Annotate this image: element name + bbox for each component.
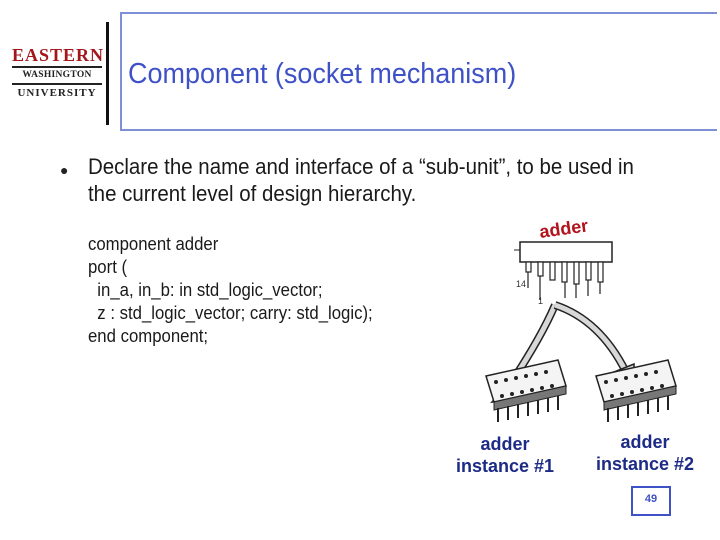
logo-line-3: UNIVERSITY (17, 87, 97, 99)
socket-icon (595, 359, 677, 422)
logo-line-1: EASTERN (12, 45, 105, 65)
instance-label-1: adder instance #1 (440, 433, 570, 477)
socket-icon (485, 359, 567, 422)
bullet-text: Declare the name and interface of a “sub… (88, 154, 634, 206)
title-frame (120, 12, 717, 131)
instance-2-number: instance #2 (595, 454, 695, 474)
code-line: z : std_logic_vector; carry: std_logic); (88, 303, 373, 323)
chip-icon (514, 241, 613, 300)
title-divider (106, 22, 109, 125)
code-line: end component; (88, 326, 209, 346)
university-logo: EASTERN WASHINGTON UNIVERSITY (12, 45, 105, 100)
logo-line-2: WASHINGTON (22, 70, 92, 80)
pin-number-bottom: 1 (538, 296, 544, 306)
instance-2-name: adder (620, 432, 670, 452)
instance-1-number: instance #1 (455, 456, 555, 476)
code-line: component adder (88, 234, 219, 254)
code-line: port ( (88, 257, 128, 277)
code-line: in_a, in_b: in std_logic_vector; (88, 280, 323, 300)
bullet-icon: ● (60, 162, 69, 178)
code-block: component adder port ( in_a, in_b: in std… (88, 233, 404, 348)
page-number: 49 (631, 486, 671, 516)
logo-rule (12, 66, 102, 68)
instance-1-name: adder (480, 434, 530, 454)
logo-rule (12, 83, 102, 85)
pin-number-left: 14 (516, 279, 527, 289)
instance-label-2: adder instance #2 (580, 431, 710, 475)
slide-title: Component (socket mechanism) (128, 58, 517, 90)
